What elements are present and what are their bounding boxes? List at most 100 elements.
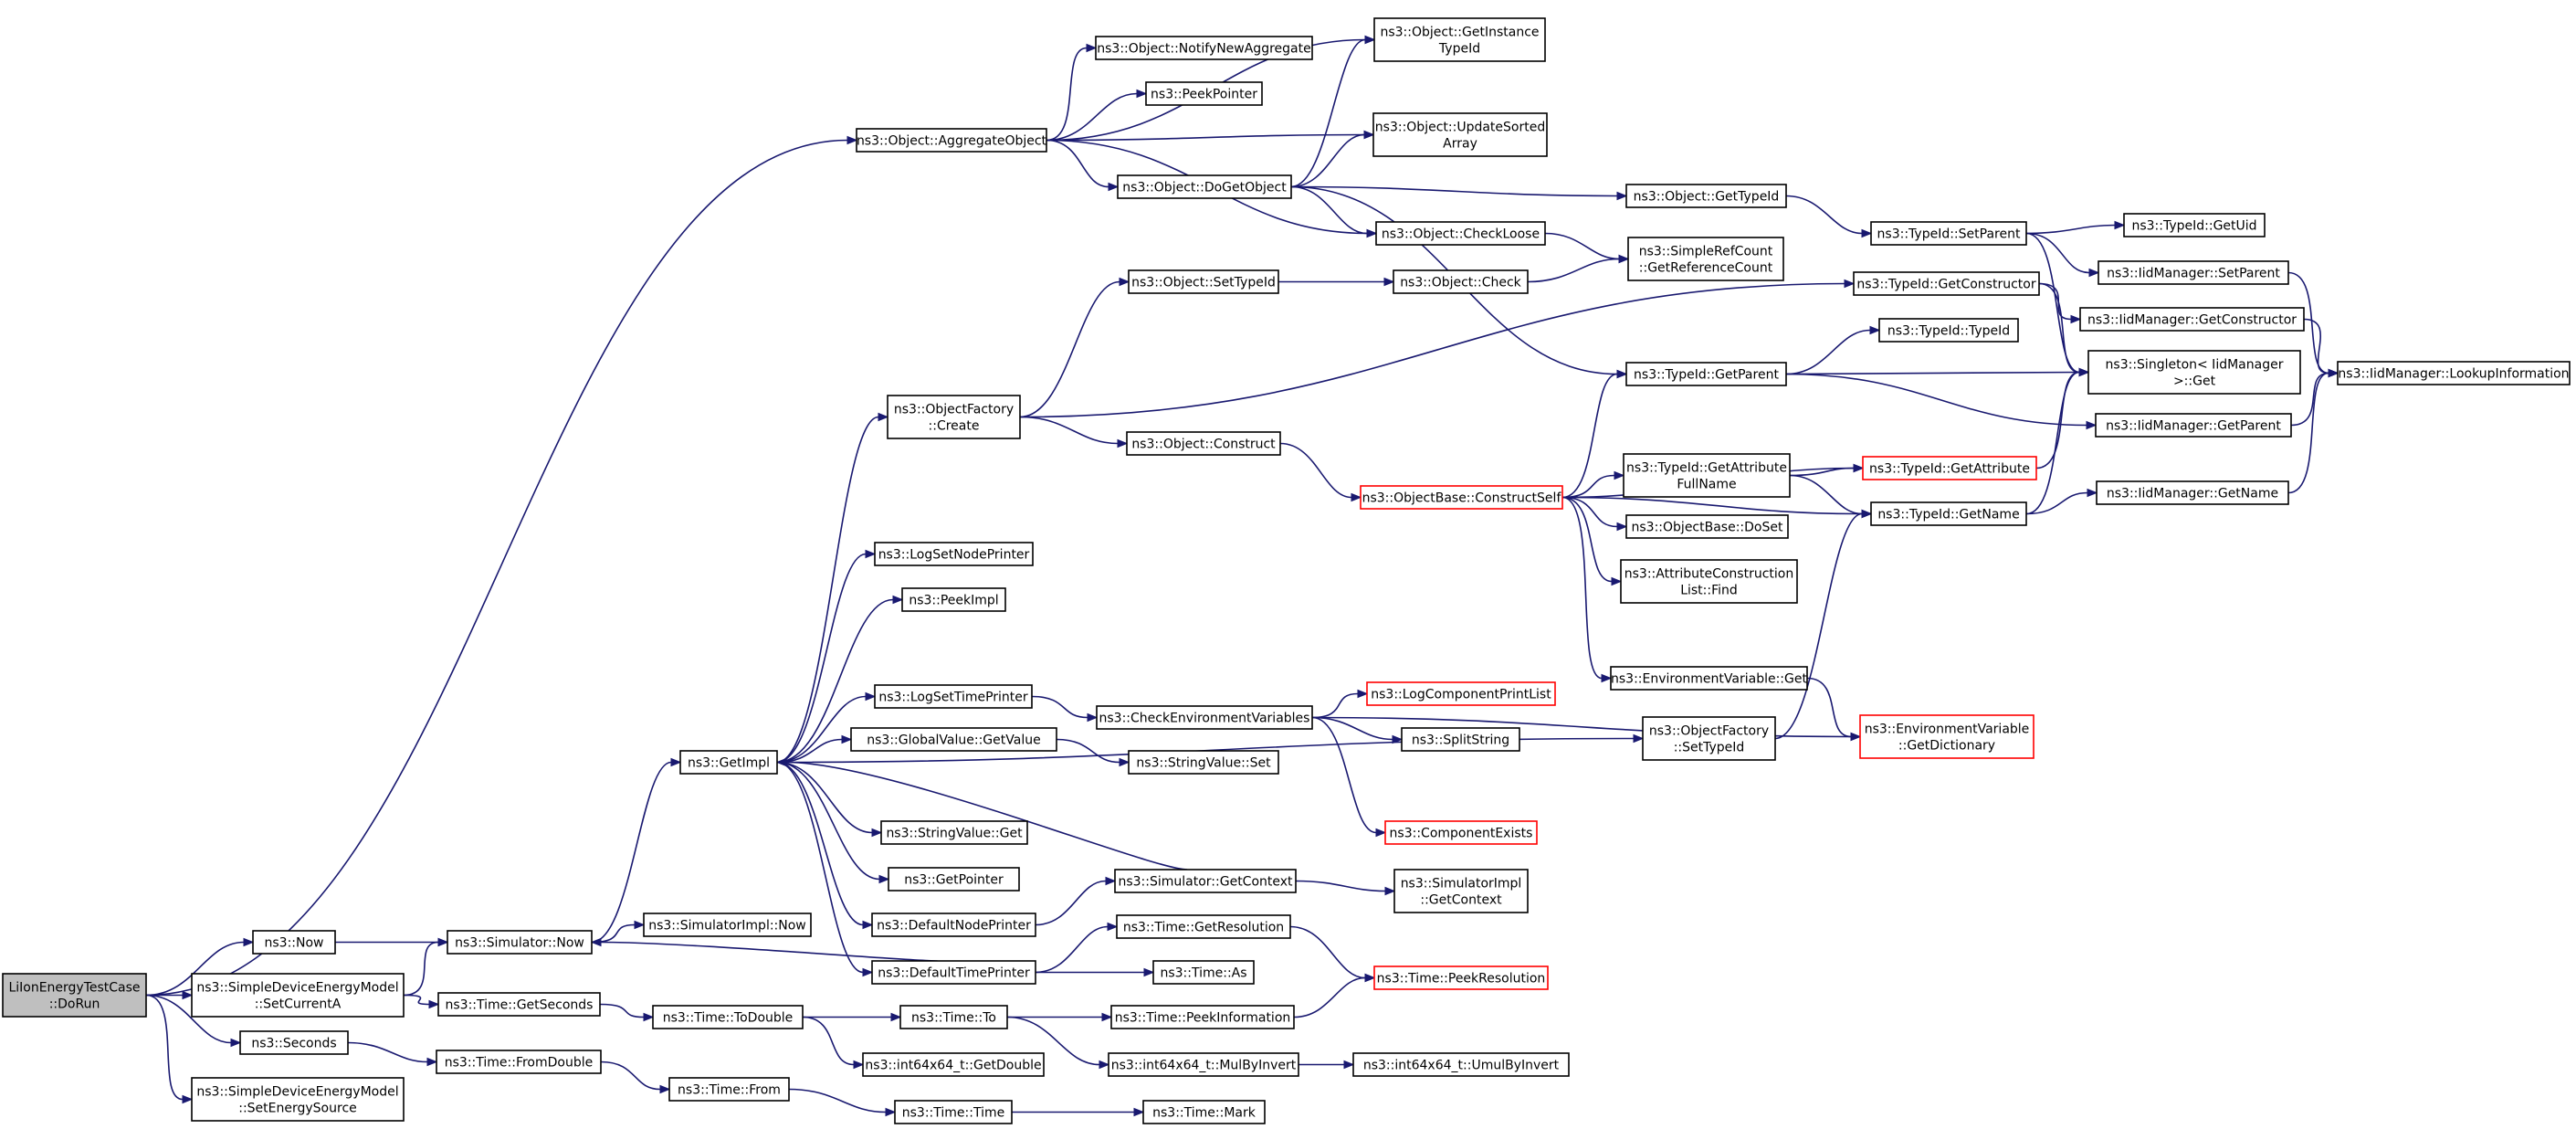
node-iidgetname[interactable]: ns3::IidManager::GetName bbox=[2096, 480, 2289, 505]
node-label: ns3::int64x64_t::GetDouble bbox=[865, 1059, 1041, 1073]
node-defnodeprinter[interactable]: ns3::DefaultNodePrinter bbox=[871, 913, 1036, 937]
node-simgetcontext[interactable]: ns3::Simulator::GetContext bbox=[1114, 869, 1297, 893]
node-iidgetconstructor[interactable]: ns3::IidManager::GetConstructor bbox=[2079, 307, 2305, 332]
node-iidsetparent[interactable]: ns3::IidManager::SetParent bbox=[2098, 260, 2289, 285]
arrowhead-icon bbox=[426, 1057, 438, 1067]
node-typeidgetconstructor[interactable]: ns3::TypeId::GetConstructor bbox=[1853, 271, 2040, 296]
node-getrefcount[interactable]: ns3::SimpleRefCount::GetReferenceCount bbox=[1627, 237, 1784, 281]
node-objsettypeid[interactable]: ns3::Object::SetTypeId bbox=[1128, 269, 1279, 294]
node-timeto[interactable]: ns3::Time::To bbox=[899, 1005, 1008, 1029]
arrowhead-icon bbox=[892, 595, 904, 605]
node-typeidgetuid[interactable]: ns3::TypeId::GetUid bbox=[2123, 213, 2266, 237]
node-splitstring[interactable]: ns3::SplitString bbox=[1401, 727, 1520, 752]
node-peekresolution[interactable]: ns3::Time::PeekResolution bbox=[1373, 965, 1549, 990]
node-now[interactable]: ns3::Now bbox=[252, 930, 336, 955]
node-constructself[interactable]: ns3::ObjectBase::ConstructSelf bbox=[1360, 485, 1563, 510]
edge-checkenv-to-splitstring bbox=[1311, 716, 1393, 741]
node-label: ns3::SimulatorImpl bbox=[1401, 877, 1522, 892]
node-umulbyinvert[interactable]: ns3::int64x64_t::UmulByInvert bbox=[1352, 1052, 1570, 1077]
node-singletonget[interactable]: ns3::Singleton< IidManager >::Get bbox=[2087, 350, 2301, 395]
node-componentexists[interactable]: ns3::ComponentExists bbox=[1384, 820, 1538, 845]
node-objgettypeid[interactable]: ns3::Object::GetTypeId bbox=[1625, 184, 1787, 208]
arrowhead-icon bbox=[1136, 89, 1148, 99]
node-objfactorycreate[interactable]: ns3::ObjectFactory::Create bbox=[887, 395, 1021, 439]
edge-typeidgetparent-to-iidgetparent bbox=[1785, 373, 2087, 427]
node-box bbox=[1128, 269, 1279, 294]
node-checkloose[interactable]: ns3::Object::CheckLoose bbox=[1375, 221, 1546, 246]
node-int64getdouble[interactable]: ns3::int64x64_t::GetDouble bbox=[862, 1052, 1045, 1077]
node-setcurrent[interactable]: ns3::SimpleDeviceEnergyModel::SetCurrent… bbox=[191, 973, 405, 1018]
node-envvargetdict[interactable]: ns3::EnvironmentVariable::GetDictionary bbox=[1859, 714, 2035, 759]
node-timeas[interactable]: ns3::Time::As bbox=[1152, 960, 1255, 985]
node-box bbox=[1375, 221, 1546, 246]
node-box bbox=[1114, 869, 1297, 893]
node-box bbox=[447, 930, 593, 955]
node-peekinformation[interactable]: ns3::Time::PeekInformation bbox=[1110, 1005, 1295, 1029]
node-label: ns3::IidManager::GetConstructor bbox=[2087, 313, 2297, 328]
node-simimplnow[interactable]: ns3::SimulatorImpl::Now bbox=[643, 913, 812, 937]
node-typeidgetparent[interactable]: ns3::TypeId::GetParent bbox=[1625, 362, 1787, 386]
node-objectbasedoset[interactable]: ns3::ObjectBase::DoSet bbox=[1625, 514, 1789, 539]
node-getresolution[interactable]: ns3::Time::GetResolution bbox=[1116, 914, 1291, 939]
node-getimpl[interactable]: ns3::GetImpl bbox=[679, 750, 778, 775]
node-label: ns3::Time::PeekInformation bbox=[1115, 1011, 1291, 1026]
node-root[interactable]: LiIonEnergyTestCase::DoRun bbox=[2, 973, 147, 1018]
node-typeidgetname[interactable]: ns3::TypeId::GetName bbox=[1870, 501, 2027, 526]
node-objcheck[interactable]: ns3::Object::Check bbox=[1393, 269, 1529, 294]
node-mulbyinvert[interactable]: ns3::int64x64_t::MulByInvert bbox=[1108, 1052, 1299, 1077]
node-getpointer[interactable]: ns3::GetPointer bbox=[888, 867, 1020, 892]
edge-getattrfullname-to-typeidgetattribute bbox=[1789, 467, 1855, 477]
node-envvarget[interactable]: ns3::EnvironmentVariable::Get bbox=[1610, 666, 1808, 691]
node-gvgetvalue[interactable]: ns3::GlobalValue::GetValue bbox=[850, 727, 1057, 752]
node-stringvalueget[interactable]: ns3::StringValue::Get bbox=[880, 820, 1028, 845]
node-timetime[interactable]: ns3::Time::Time bbox=[894, 1100, 1013, 1124]
node-box bbox=[652, 1005, 804, 1029]
arrowhead-icon bbox=[862, 967, 874, 977]
node-stringvalueset[interactable]: ns3::StringValue::Set bbox=[1128, 750, 1279, 775]
node-label: LiIonEnergyTestCase bbox=[8, 981, 140, 996]
node-simimplgetcontext[interactable]: ns3::SimulatorImpl::GetContext bbox=[1393, 869, 1529, 913]
node-aggregate[interactable]: ns3::Object::AggregateObject bbox=[856, 128, 1047, 153]
node-todouble[interactable]: ns3::Time::ToDouble bbox=[652, 1005, 804, 1029]
node-checkenv[interactable]: ns3::CheckEnvironmentVariables bbox=[1096, 705, 1313, 730]
node-iidgetparent[interactable]: ns3::IidManager::GetParent bbox=[2095, 413, 2292, 438]
arrowhead-icon bbox=[1343, 1060, 1355, 1070]
node-logsetnode[interactable]: ns3::LogSetNodePrinter bbox=[874, 542, 1034, 566]
node-seconds[interactable]: ns3::Seconds bbox=[239, 1030, 349, 1055]
node-logcompprintlist[interactable]: ns3::LogComponentPrintList bbox=[1366, 681, 1556, 706]
node-dogetobject[interactable]: ns3::Object::DoGetObject bbox=[1117, 174, 1292, 199]
node-peekimpl[interactable]: ns3::PeekImpl bbox=[901, 587, 1006, 612]
node-iidlookup[interactable]: ns3::IidManager::LookupInformation bbox=[2337, 361, 2571, 385]
edge-typeidgetconstructor-to-singletonget bbox=[2038, 282, 2080, 374]
node-notifynew[interactable]: ns3::Object::NotifyNewAggregate bbox=[1095, 36, 1313, 60]
node-from[interactable]: ns3::Time::From bbox=[668, 1077, 790, 1102]
node-objconstruct[interactable]: ns3::Object::Construct bbox=[1126, 431, 1281, 456]
node-objfactorysettypeid[interactable]: ns3::ObjectFactory::SetTypeId bbox=[1642, 716, 1776, 761]
node-peekpointer[interactable]: ns3::PeekPointer bbox=[1145, 81, 1263, 106]
edge-root-to-now bbox=[145, 941, 245, 997]
node-typeidgetattribute[interactable]: ns3::TypeId::GetAttribute bbox=[1862, 456, 2037, 480]
node-deftimeprinter[interactable]: ns3::DefaultTimePrinter bbox=[871, 960, 1036, 985]
edge-envvarget-to-envvargetdict bbox=[1806, 677, 1852, 738]
edge-layer bbox=[145, 35, 2339, 1117]
node-box bbox=[871, 960, 1036, 985]
node-label: >::Get bbox=[2173, 375, 2216, 389]
node-label: ns3::GetPointer bbox=[904, 873, 1004, 888]
node-getseconds[interactable]: ns3::Time::GetSeconds bbox=[437, 992, 601, 1017]
node-label: ns3::Time::Mark bbox=[1152, 1106, 1256, 1121]
node-box bbox=[880, 820, 1028, 845]
node-logsettime[interactable]: ns3::LogSetTimePrinter bbox=[874, 684, 1033, 709]
node-typeidsetparent[interactable]: ns3::TypeId::SetParent bbox=[1870, 221, 2027, 246]
node-timemark[interactable]: ns3::Time::Mark bbox=[1142, 1100, 1266, 1124]
node-fromdouble[interactable]: ns3::Time::FromDouble bbox=[436, 1050, 602, 1074]
arrowhead-icon bbox=[1357, 689, 1369, 699]
node-box bbox=[901, 587, 1006, 612]
node-setenergysource[interactable]: ns3::SimpleDeviceEnergyModel::SetEnergyS… bbox=[191, 1077, 405, 1122]
node-box bbox=[1870, 501, 2027, 526]
node-typeidtypeid[interactable]: ns3::TypeId::TypeId bbox=[1878, 318, 2019, 343]
node-simnow[interactable]: ns3::Simulator::Now bbox=[447, 930, 593, 955]
